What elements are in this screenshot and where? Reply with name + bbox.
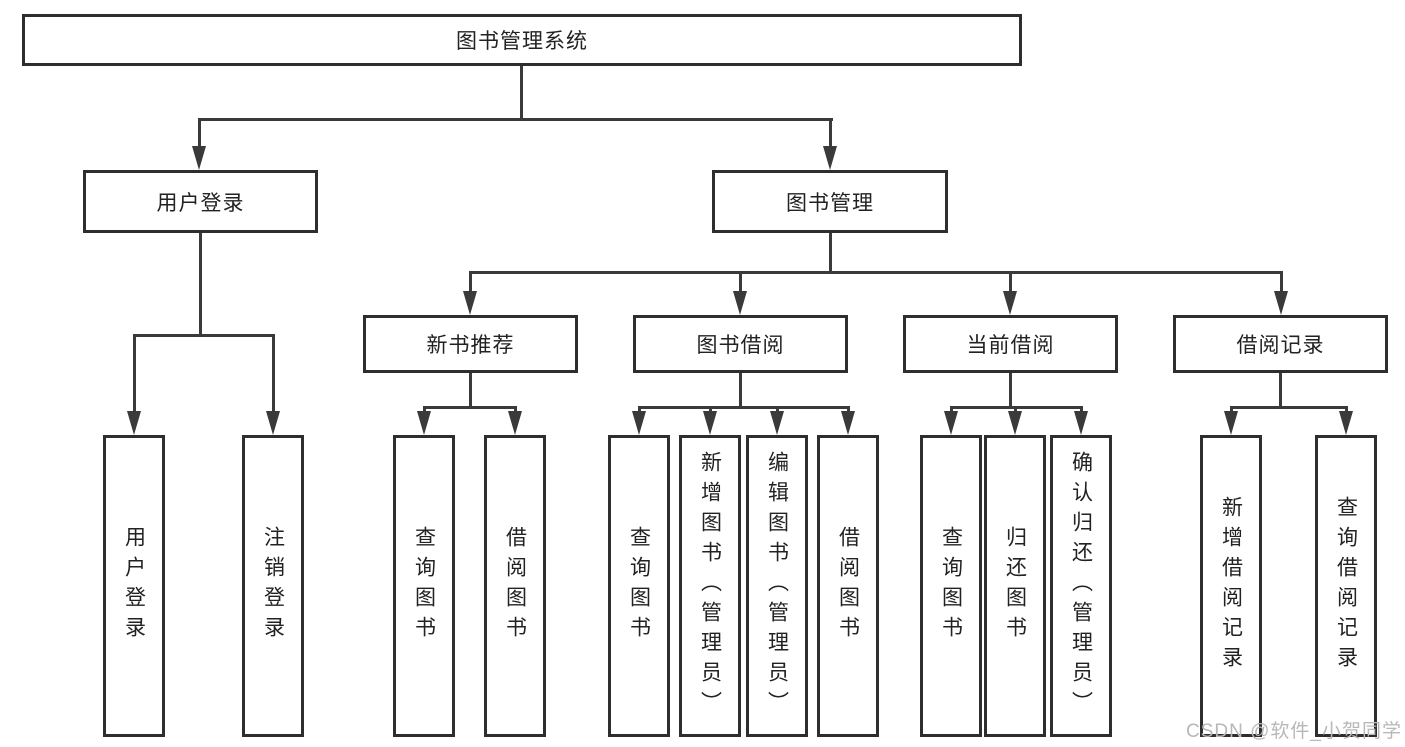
node-new-book-recommend: 新书推荐 [363,315,578,373]
connector-line [638,406,641,414]
arrow-down-icon [1074,411,1088,435]
connector-line [199,233,202,337]
connector-line [776,406,779,414]
arrow-down-icon [703,411,717,435]
connector-line [423,406,426,414]
connector-line [1009,373,1012,409]
node-user-login-label: 用户登录 [156,191,245,215]
connector-line [1014,406,1017,414]
arrow-down-icon [632,411,646,435]
arrow-down-icon [266,411,280,435]
arrow-down-icon [463,291,477,315]
node-user-login: 用户登录 [83,170,318,233]
connector-line [272,334,275,413]
connector-line [423,406,517,409]
node-book-borrow-label: 图书借阅 [696,334,785,357]
node-borrow-records-label: 借阅记录 [1236,334,1325,357]
connector-line [1230,406,1233,414]
leaf-confirm-return-admin-label: 确认归还（管理员） [1069,451,1093,721]
connector-line [133,334,275,337]
connector-line [520,66,523,121]
leaf-add-book-admin-label: 新增图书（管理员） [698,451,722,721]
connector-line [198,118,201,148]
connector-line [829,118,832,148]
connector-line [469,271,1283,274]
connector-line [133,334,136,413]
leaf-borrow-book-label: 借阅图书 [836,526,860,646]
connector-line [514,406,517,414]
leaf-edit-book-admin: 编辑图书（管理员） [746,435,808,737]
arrow-down-icon [770,411,784,435]
arrow-down-icon [1003,291,1017,315]
node-book-management-label: 图书管理 [786,191,874,215]
node-current-borrow: 当前借阅 [903,315,1118,373]
node-book-borrow: 图书借阅 [633,315,848,373]
arrow-down-icon [1224,411,1238,435]
leaf-edit-book-admin-label: 编辑图书（管理员） [765,451,789,721]
leaf-query-book-recommend: 查询图书 [393,435,455,737]
node-current-borrow-label: 当前借阅 [966,334,1055,357]
node-root-label: 图书管理系统 [456,30,588,53]
leaf-query-book-borrow: 查询图书 [608,435,670,737]
connector-line [709,406,712,414]
connector-line [469,271,472,294]
arrow-down-icon [417,411,431,435]
arrow-down-icon [841,411,855,435]
connector-line [1009,271,1012,294]
arrow-down-icon [823,146,837,170]
leaf-confirm-return-admin: 确认归还（管理员） [1050,435,1112,737]
arrow-down-icon [127,411,141,435]
arrow-down-icon [1339,411,1353,435]
connector-line [950,406,953,414]
leaf-borrow-book-recommend: 借阅图书 [484,435,546,737]
arrow-down-icon [1008,411,1022,435]
node-root: 图书管理系统 [22,14,1022,66]
watermark: CSDN @软件_小贺同学 [1186,721,1402,742]
leaf-query-book-borrow-label: 查询图书 [627,526,651,646]
leaf-query-book-current-label: 查询图书 [939,526,963,646]
connector-line [829,233,832,274]
connector-line [1345,406,1348,414]
connector-line [1279,373,1282,409]
connector-line [1280,271,1283,294]
leaf-add-book-admin: 新增图书（管理员） [679,435,741,737]
leaf-borrow-book: 借阅图书 [817,435,879,737]
connector-line [739,373,742,409]
node-book-management: 图书管理 [712,170,948,233]
leaf-logout: 注销登录 [242,435,304,737]
node-new-book-recommend-label: 新书推荐 [426,334,515,357]
leaf-add-borrow-record-label: 新增借阅记录 [1219,496,1243,676]
leaf-borrow-book-recommend-label: 借阅图书 [503,526,527,646]
leaf-user-login: 用户登录 [103,435,165,737]
leaf-add-borrow-record: 新增借阅记录 [1200,435,1262,737]
leaf-user-login-label: 用户登录 [122,526,146,646]
leaf-return-book: 归还图书 [984,435,1046,737]
connector-line [469,373,472,409]
leaf-query-borrow-record: 查询借阅记录 [1315,435,1377,737]
arrow-down-icon [508,411,522,435]
connector-line [847,406,850,414]
connector-line [1230,406,1348,409]
arrow-down-icon [1274,291,1288,315]
arrow-down-icon [944,411,958,435]
leaf-query-borrow-record-label: 查询借阅记录 [1334,496,1358,676]
node-borrow-records: 借阅记录 [1173,315,1388,373]
leaf-query-book-recommend-label: 查询图书 [412,526,436,646]
leaf-query-book-current: 查询图书 [920,435,982,737]
connector-line [638,406,850,409]
connector-line [739,271,742,294]
leaf-return-book-label: 归还图书 [1003,526,1027,646]
arrow-down-icon [192,146,206,170]
arrow-down-icon [733,291,747,315]
leaf-logout-label: 注销登录 [261,526,285,646]
connector-line [1080,406,1083,414]
connector-line [198,118,833,121]
